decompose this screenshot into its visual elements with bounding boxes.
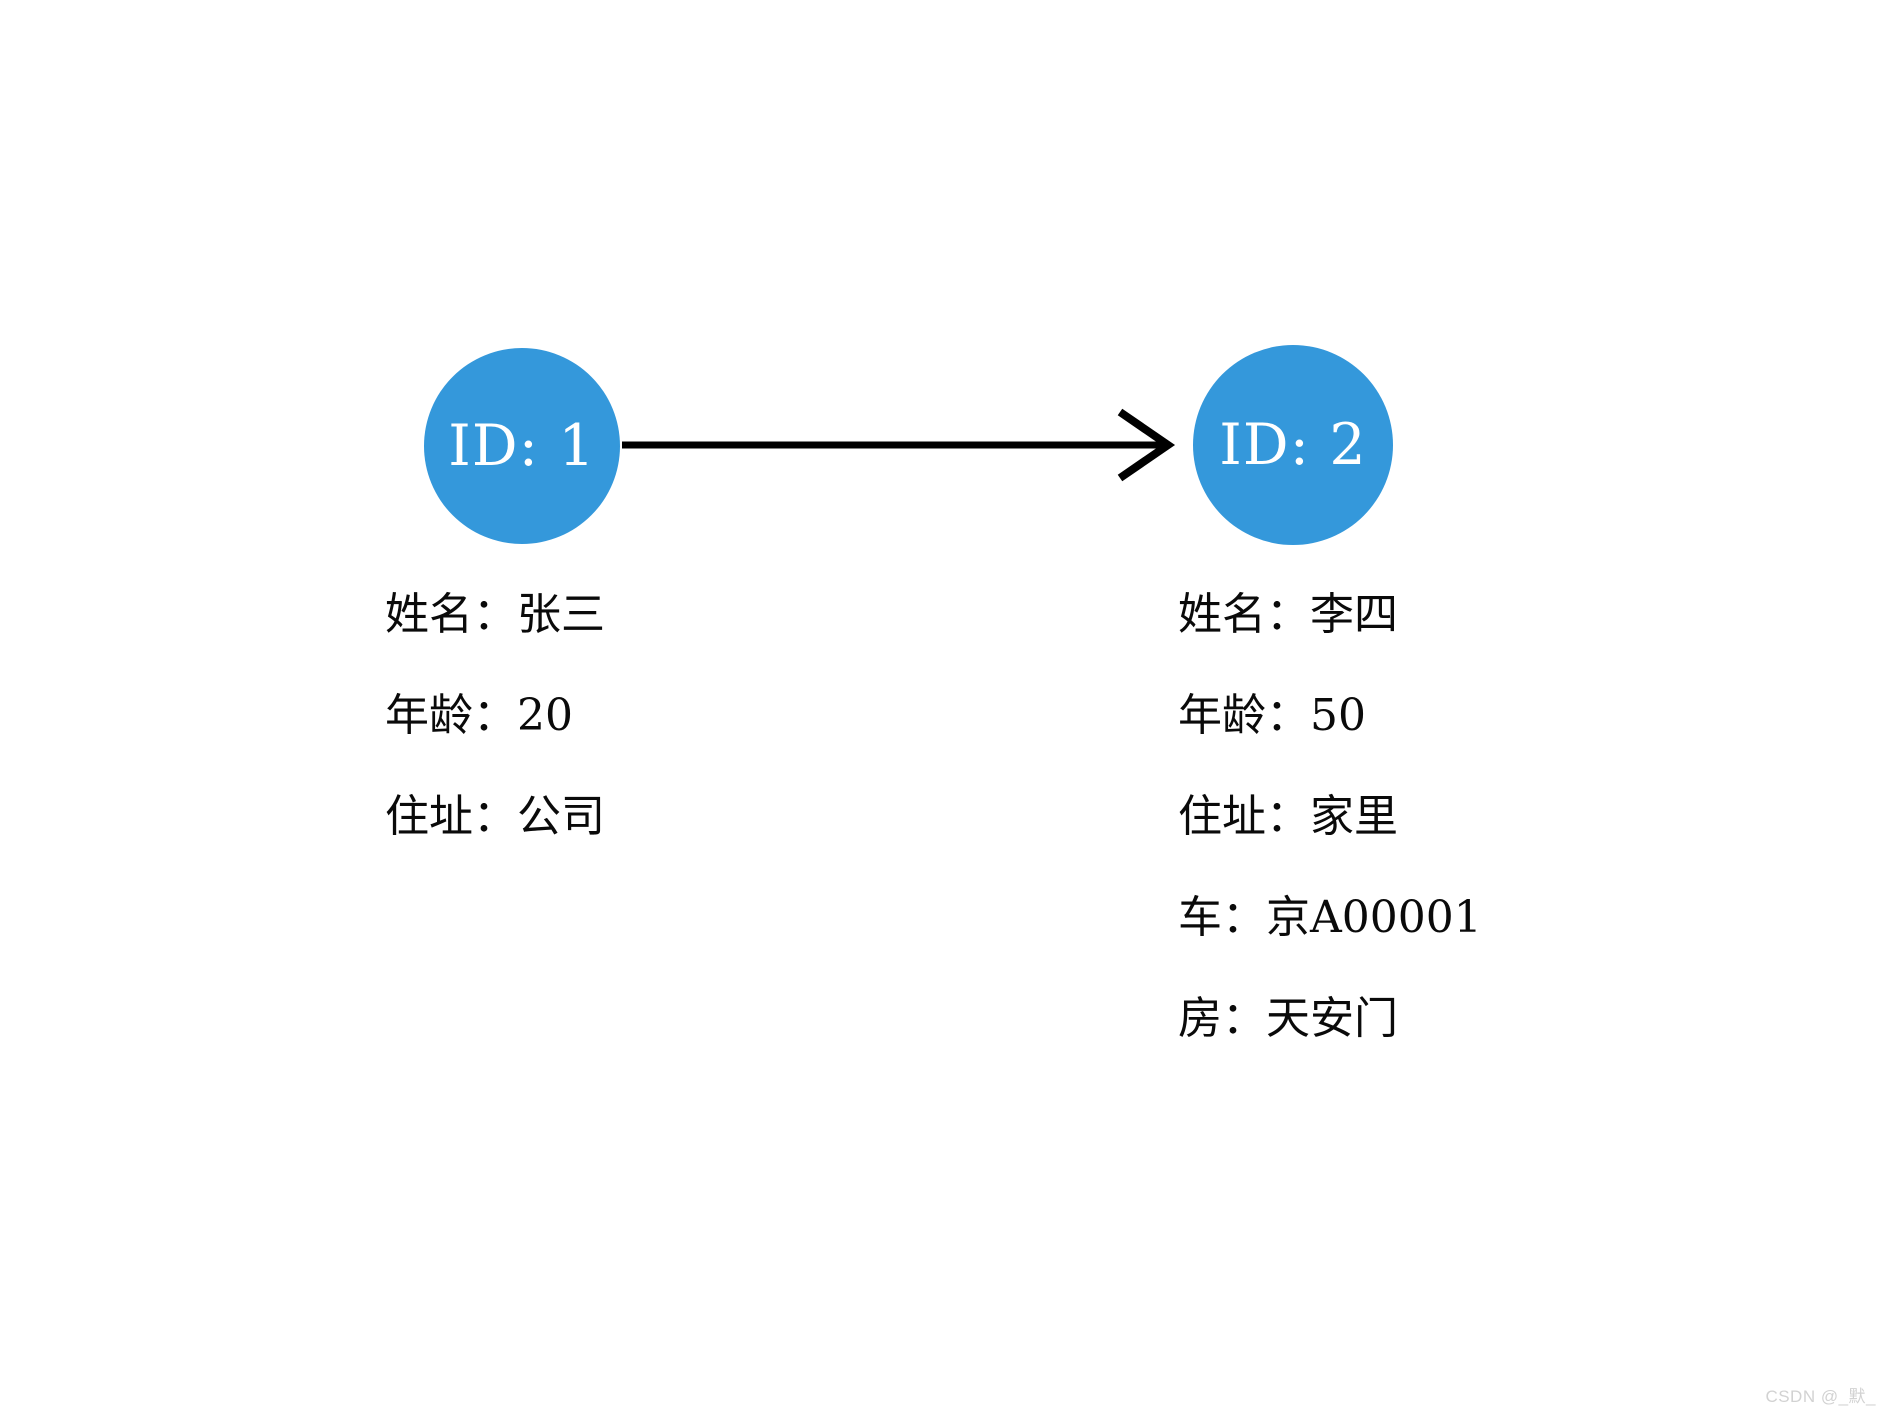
property-separator: ： xyxy=(1222,993,1266,1044)
property-value: 公司 xyxy=(517,791,605,842)
property-key: 年龄 xyxy=(385,690,473,741)
property-row: 年龄：20 xyxy=(385,665,605,766)
property-key: 住址 xyxy=(1178,791,1266,842)
property-value: 天安门 xyxy=(1266,993,1398,1044)
property-key: 住址 xyxy=(385,791,473,842)
edge-node1-to-node2 xyxy=(622,408,1176,482)
property-key: 姓名 xyxy=(1178,589,1266,640)
property-separator: ： xyxy=(1266,589,1310,640)
property-separator: ： xyxy=(473,589,517,640)
property-row: 房：天安门 xyxy=(1178,968,1482,1069)
property-value: 家里 xyxy=(1310,791,1398,842)
property-separator: ： xyxy=(1222,892,1266,943)
property-key: 姓名 xyxy=(385,589,473,640)
csdn-watermark: CSDN @_默_ xyxy=(1765,1387,1876,1406)
node-label-id-2: ID: 2 xyxy=(1219,412,1367,478)
property-row: 姓名：李四 xyxy=(1178,564,1482,665)
arrowhead-icon xyxy=(1117,408,1176,482)
graph-node-id-1[interactable]: ID: 1 xyxy=(424,348,620,544)
graph-node-id-2[interactable]: ID: 2 xyxy=(1193,345,1393,545)
property-key: 车 xyxy=(1178,892,1222,943)
node-label-id-1: ID: 1 xyxy=(448,413,596,479)
property-value: 50 xyxy=(1310,690,1366,741)
property-separator: ： xyxy=(473,690,517,741)
property-key: 年龄 xyxy=(1178,690,1266,741)
property-separator: ： xyxy=(1266,690,1310,741)
node-2-property-list: 姓名：李四 年龄：50 住址：家里 车：京A00001 房：天安门 xyxy=(1178,564,1482,1069)
property-key: 房 xyxy=(1178,993,1222,1044)
property-value: 张三 xyxy=(517,589,605,640)
property-row: 年龄：50 xyxy=(1178,665,1482,766)
property-separator: ： xyxy=(1266,791,1310,842)
property-value: 20 xyxy=(517,690,573,741)
property-separator: ： xyxy=(473,791,517,842)
property-value: 京A00001 xyxy=(1266,892,1482,943)
property-row: 车：京A00001 xyxy=(1178,867,1482,968)
property-value: 李四 xyxy=(1310,589,1398,640)
property-row: 姓名：张三 xyxy=(385,564,605,665)
property-row: 住址：公司 xyxy=(385,766,605,867)
property-row: 住址：家里 xyxy=(1178,766,1482,867)
node-1-property-list: 姓名：张三 年龄：20 住址：公司 xyxy=(385,564,605,867)
